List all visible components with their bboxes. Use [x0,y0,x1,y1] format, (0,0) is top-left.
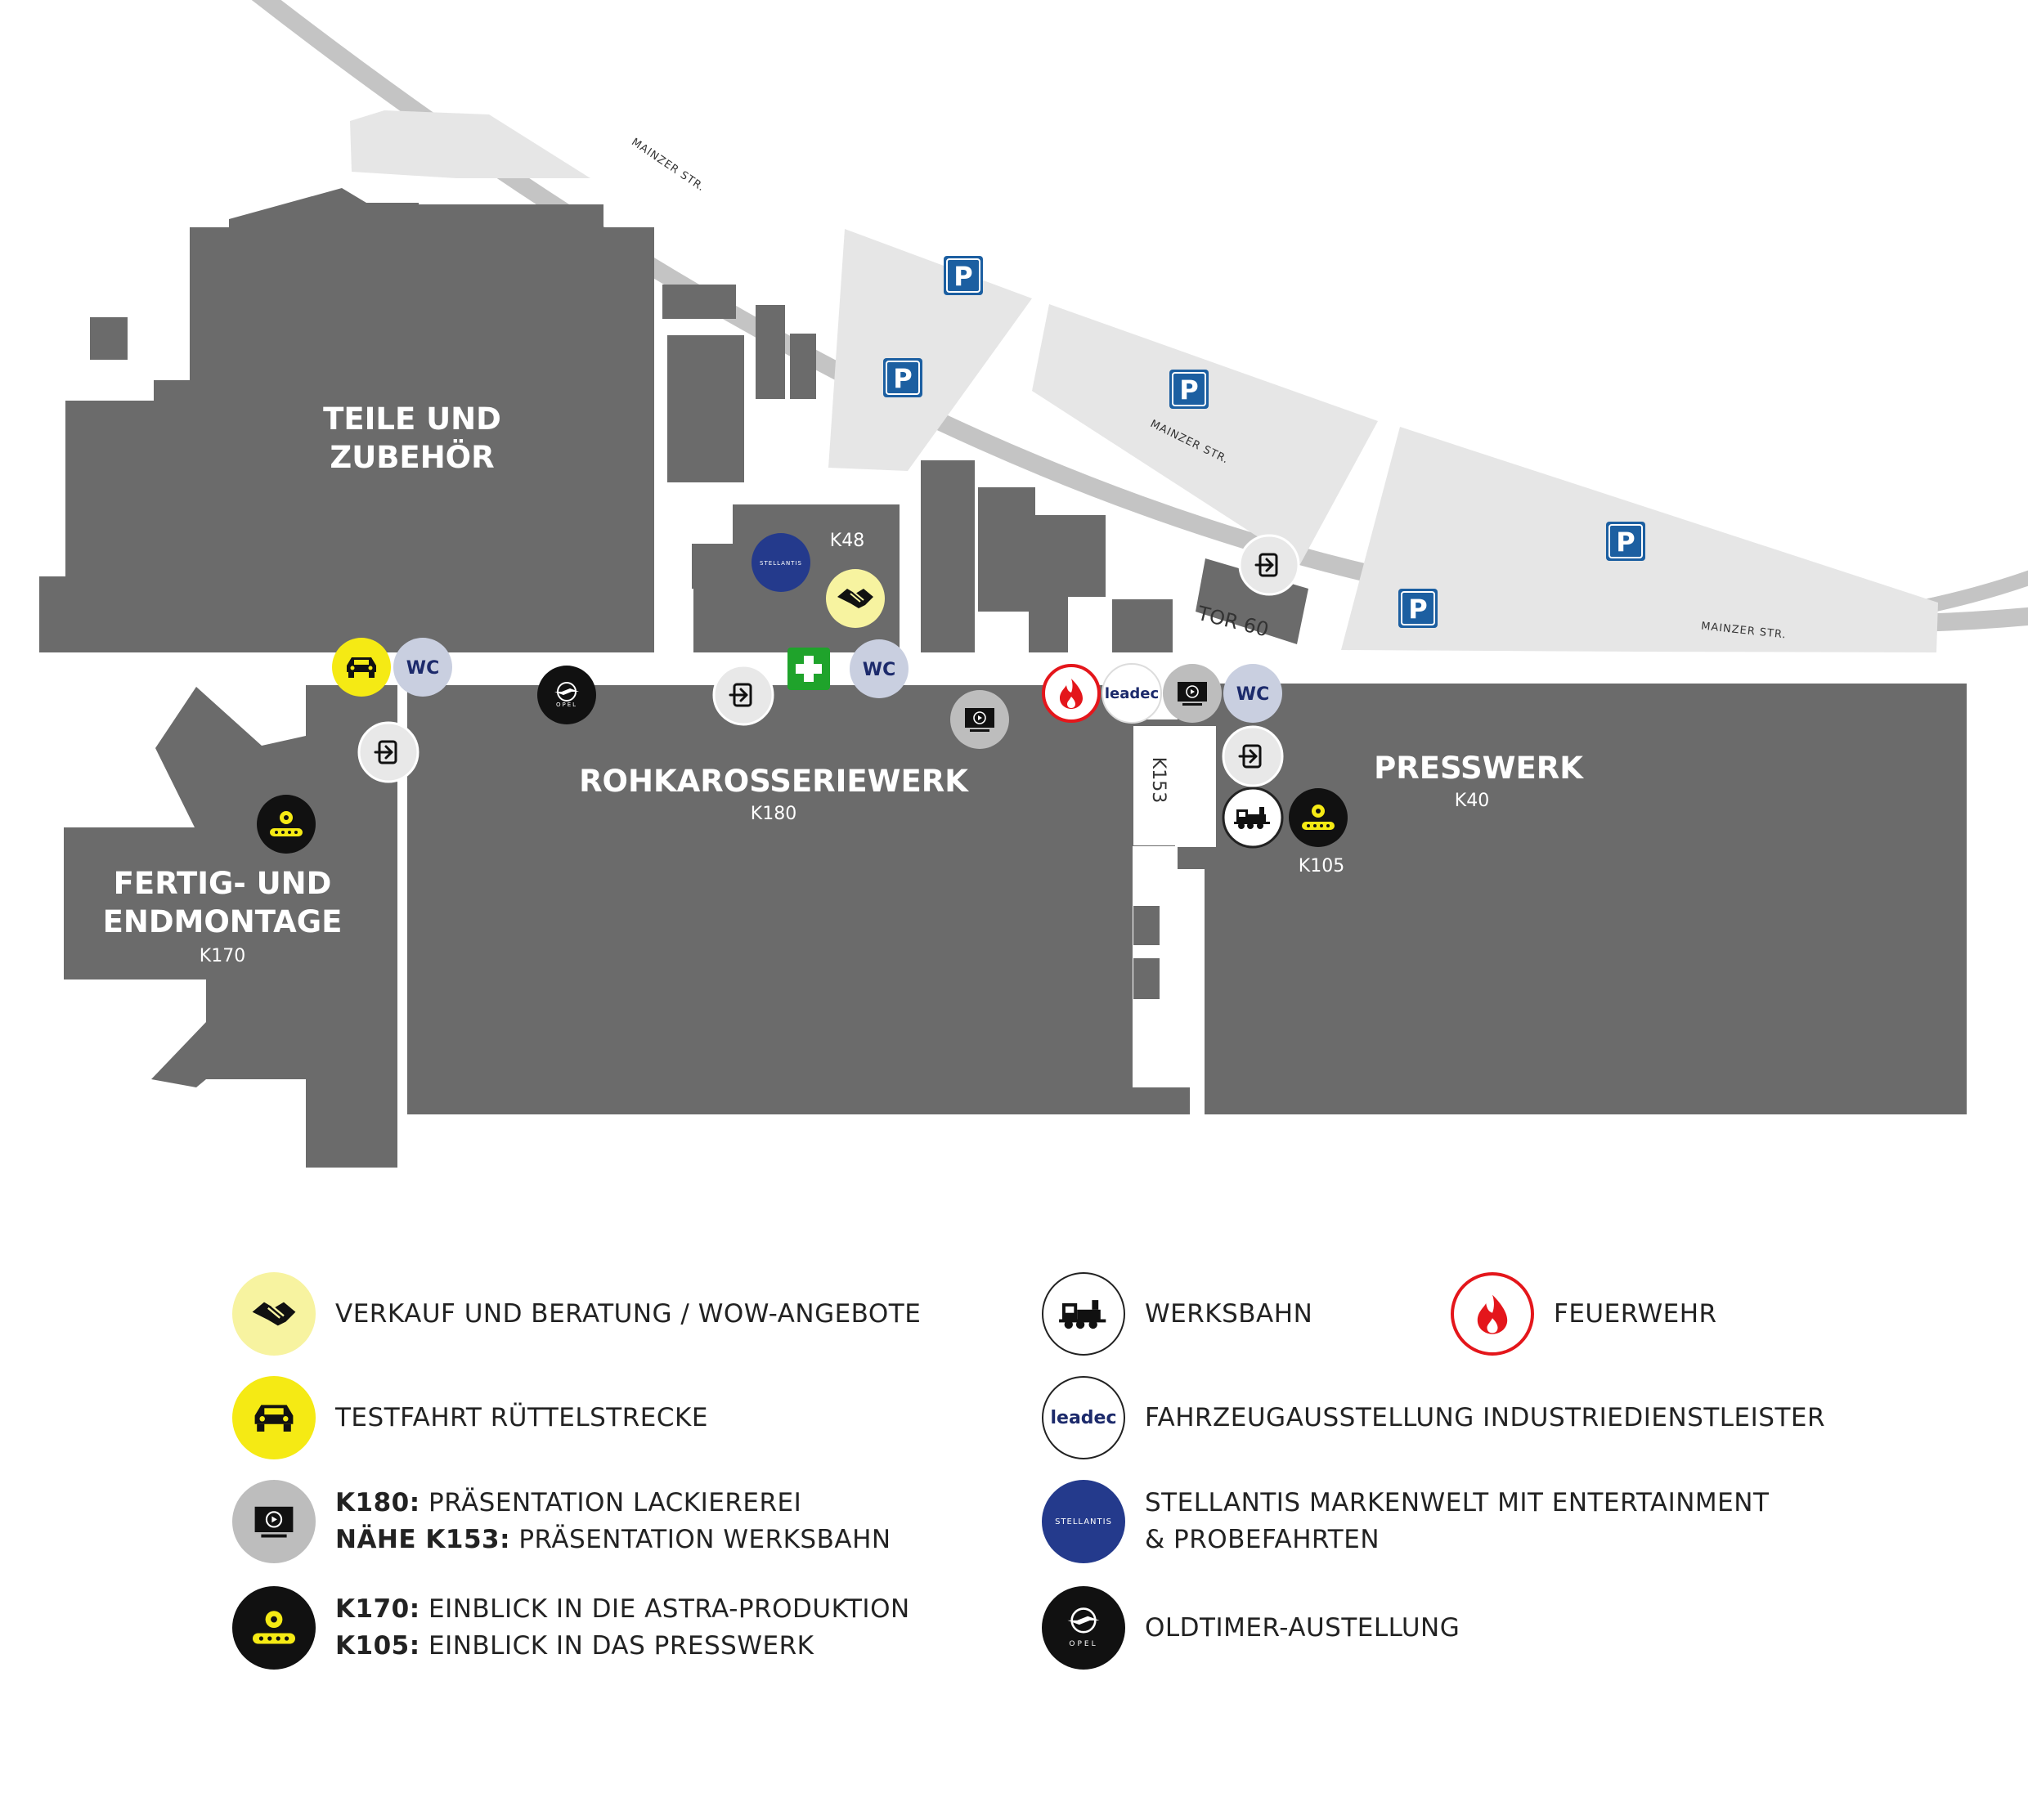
label-teile-1: TEILE UND [323,401,501,437]
buildings [39,188,1967,1168]
parking-area-2 [1032,304,1378,564]
legend-item-leadec: leadec FAHRZEUGAUSSTELLUNG INDUSTRIEDIEN… [1042,1376,1825,1459]
building-small-d [756,305,785,399]
site-map: TEILE UND ZUBEHÖR FERTIG- UND ENDMONTAGE… [39,0,2028,1168]
legend-text-einblick: K170: EINBLICK IN DIE ASTRA-PRODUKTION K… [335,1594,910,1661]
exit-marker-tor60[interactable] [1238,534,1300,596]
production-marker-k105[interactable] [1289,788,1348,847]
wc-marker-2[interactable]: WC [850,639,909,698]
svg-text:P: P [1179,374,1198,406]
legend-text-feuerwehr: FEUERWEHR [1554,1298,1717,1329]
svg-text:WC: WC [1236,684,1269,705]
label-k170: K170 [200,946,245,966]
label-fertig-2: ENDMONTAGE [103,904,343,939]
label-presswerk: PRESSWERK [1374,751,1584,786]
wc-marker-3[interactable]: WC [1223,664,1282,723]
presentation-marker-k153[interactable] [1163,664,1222,723]
legend-item-testfahrt: TESTFAHRT RÜTTELSTRECKE [232,1376,708,1459]
svg-text:OPEL: OPEL [1069,1640,1097,1648]
svg-text:OPEL: OPEL [556,702,577,708]
label-rohkarosserie: ROHKAROSSERIEWERK [579,764,969,799]
building-small-c [667,335,744,482]
fire-icon [1451,1272,1534,1356]
building-presswerk [1178,684,1967,1114]
wc-marker-1[interactable]: WC [393,638,452,697]
building-fertig [64,685,397,1168]
legend-text-praesentation: K180: PRÄSENTATION LACKIEREREI NÄHE K153… [335,1488,891,1554]
train-icon [1042,1272,1125,1356]
production-marker-k170[interactable] [257,795,316,854]
leadec-marker[interactable]: leadec [1101,663,1162,724]
parking-sign-4: P [1606,522,1645,561]
legend-text-testfahrt: TESTFAHRT RÜTTELSTRECKE [335,1402,708,1432]
svg-text:leadec: leadec [1105,685,1159,702]
building-tor60 [1196,558,1308,644]
legend-item-verkauf: VERKAUF UND BERATUNG / WOW-ANGEBOTE [232,1272,921,1356]
building-k48-2 [921,460,975,652]
parking-sign-5: P [1398,589,1438,628]
legend-text-leadec: FAHRZEUGAUSSTELLUNG INDUSTRIEDIENSTLEIST… [1145,1402,1826,1432]
label-k153: K153 [1148,757,1169,803]
svg-text:P: P [1616,527,1635,558]
label-k40: K40 [1455,791,1489,811]
leadec-icon: leadec [1042,1376,1125,1459]
stellantis-marker[interactable]: STELLANTIS [752,533,810,592]
legend-item-werksbahn: WERKSBAHN [1042,1272,1312,1356]
presentation-marker-k180[interactable] [950,690,1009,749]
label-teile-2: ZUBEHÖR [330,439,494,475]
car-icon [232,1376,316,1459]
svg-text:STELLANTIS: STELLANTIS [760,560,802,567]
legend-item-einblick: K170: EINBLICK IN DIE ASTRA-PRODUKTION K… [232,1586,910,1670]
label-k105: K105 [1299,856,1344,876]
exit-marker-3[interactable] [1222,725,1284,787]
street-label-1: MAINZER STR. [629,137,707,195]
svg-text:P: P [893,363,912,394]
first-aid-marker[interactable] [787,648,830,690]
svg-text:WC: WC [863,660,895,680]
building-small-b [662,285,736,319]
label-fertig-1: FERTIG- UND [114,866,332,901]
screen-icon [232,1480,316,1563]
legend-item-feuerwehr: FEUERWEHR [1451,1272,1717,1356]
exit-marker-2[interactable] [712,664,774,726]
opel-icon: OPEL [1042,1586,1125,1670]
legend-text-werksbahn: WERKSBAHN [1145,1298,1313,1329]
production-icon [232,1586,316,1670]
svg-text:WC: WC [406,658,439,679]
parking-sign-3: P [1169,370,1209,409]
handshake-icon [232,1272,316,1356]
svg-text:P: P [1408,594,1427,625]
svg-text:P: P [953,261,972,292]
legend-text-verkauf: VERKAUF UND BERATUNG / WOW-ANGEBOTE [335,1298,922,1329]
legend-text-stellantis: STELLANTIS MARKENWELT MIT ENTERTAINMENT … [1145,1488,1770,1554]
opel-marker[interactable]: OPEL [537,666,596,724]
label-k180: K180 [751,804,796,824]
legend-text-oldtimer: OLDTIMER-AUSTELLUNG [1145,1612,1460,1643]
legend-item-praesentation: K180: PRÄSENTATION LACKIEREREI NÄHE K153… [232,1480,891,1563]
handshake-marker[interactable] [826,569,885,628]
building-rohkarosserie [407,685,1120,1114]
building-mid-1 [978,487,1106,652]
building-small-e [790,334,816,399]
building-rohkarosserie-ext [1120,842,1190,1114]
legend-item-oldtimer: OPEL OLDTIMER-AUSTELLUNG [1042,1586,1460,1670]
legend: VERKAUF UND BERATUNG / WOW-ANGEBOTE TEST… [0,1226,2028,1820]
building-mid-2 [1112,599,1173,652]
building-small-a [90,317,128,360]
fire-marker[interactable] [1042,664,1101,723]
building-teile [39,188,654,652]
label-k48: K48 [830,531,864,551]
testfahrt-marker[interactable] [332,638,391,697]
parking-area-top [350,110,590,178]
parking-sign-2: P [883,358,922,397]
parking-sign-1: P [944,256,983,295]
exit-marker-1[interactable] [357,721,420,783]
parking-area-1 [828,229,1032,471]
train-marker[interactable] [1222,787,1284,849]
stellantis-icon: STELLANTIS [1042,1480,1125,1563]
legend-item-stellantis: STELLANTIS STELLANTIS MARKENWELT MIT ENT… [1042,1480,1769,1563]
